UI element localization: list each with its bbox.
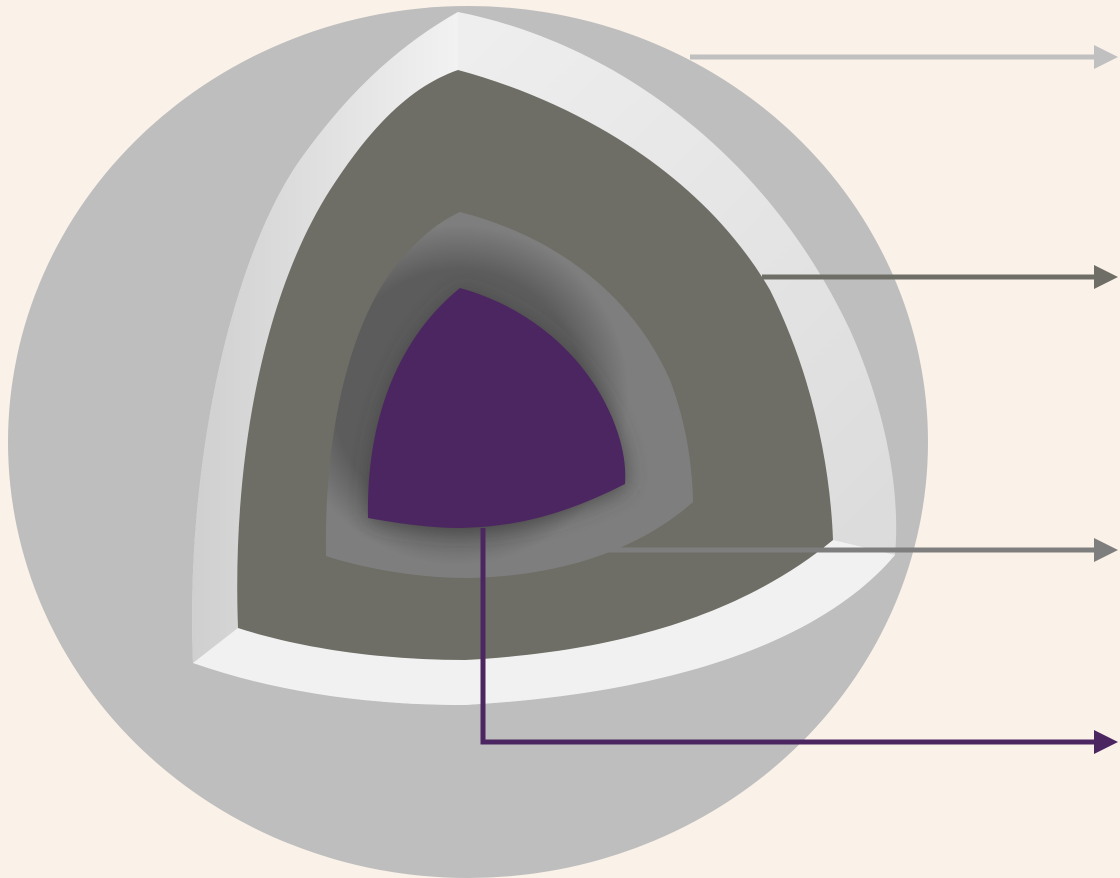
earth-layers-diagram [0, 0, 1120, 878]
